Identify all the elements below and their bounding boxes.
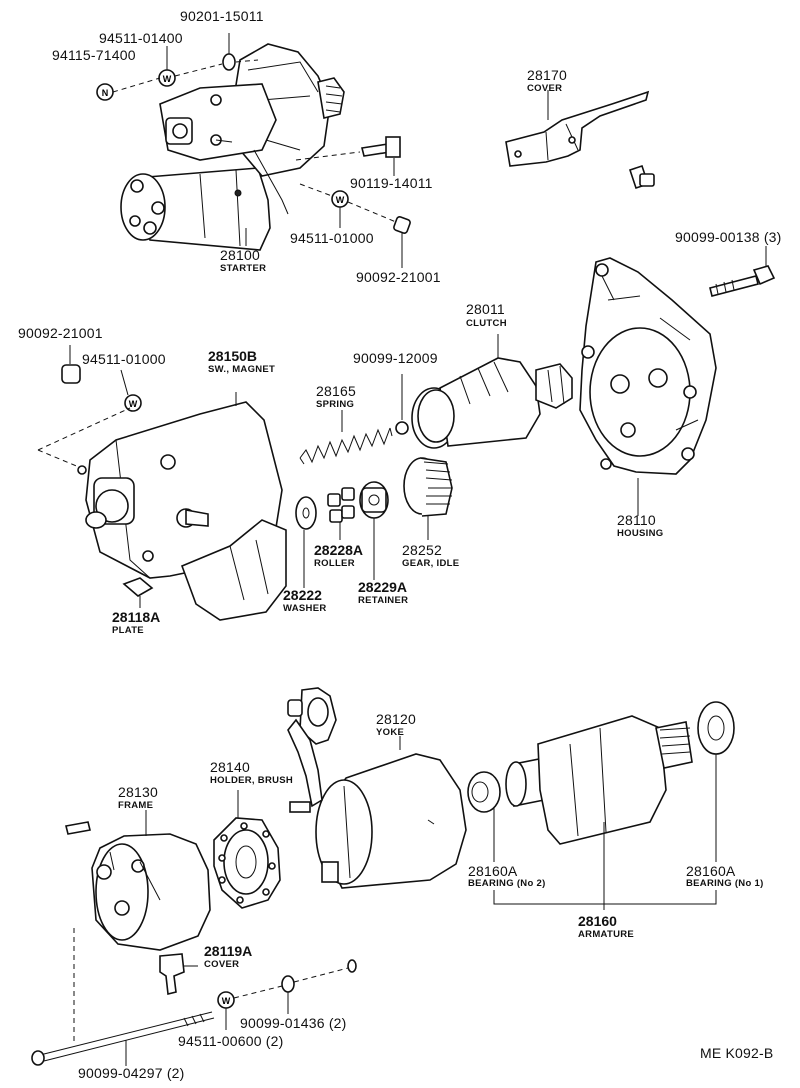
callout-90099-12009: 90099-12009 — [353, 350, 438, 366]
callout-28222-number: 28222 — [283, 587, 322, 603]
callout-28110-name: HOUSING — [617, 528, 664, 539]
callout-28011-name: CLUTCH — [466, 318, 507, 329]
callout-28160a-no1-number: 28160A — [686, 863, 736, 879]
washer-marker-icon: W — [222, 996, 231, 1006]
callout-90092-21001-top: 90092-21001 — [356, 269, 441, 285]
callout-28011-number: 28011 — [466, 301, 505, 317]
roller-28228a — [327, 487, 355, 540]
callout-28160-name: ARMATURE — [578, 929, 635, 940]
callout-28120-number: 28120 — [376, 711, 416, 727]
callout-28100-name: STARTER — [220, 263, 267, 274]
callout-94511-00600: 94511-00600 (2) — [178, 1033, 284, 1049]
callout-90201-15011: 90201-15011 — [180, 8, 264, 24]
plate-28118a — [122, 577, 154, 608]
yoke-28120 — [287, 687, 467, 889]
callout-28119a-name: COVER — [204, 959, 240, 970]
bearing-28160a-no1 — [697, 701, 735, 862]
callout-28118a-name: PLATE — [112, 625, 144, 636]
callout-28228a-number: 28228A — [314, 542, 364, 558]
housing-28110 — [579, 257, 717, 516]
callout-28130-number: 28130 — [118, 784, 158, 800]
callout-28170-name: COVER — [527, 83, 563, 94]
retainer-28229a — [359, 481, 389, 580]
bearing-28160a-no2 — [467, 771, 501, 862]
callout-94511-01000-left: 94511-01000 — [82, 351, 166, 367]
callout-90099-00138: 90099-00138 (3) — [675, 229, 782, 245]
callout-28170-number: 28170 — [527, 67, 567, 83]
nut-marker-icon: N — [102, 88, 109, 98]
clutch-28011 — [411, 334, 573, 449]
callout-90099-04297: 90099-04297 (2) — [78, 1065, 185, 1081]
callout-28222-name: WASHER — [283, 603, 327, 614]
cover-28119a — [159, 953, 198, 995]
starter-leaders — [112, 33, 403, 268]
callout-28160-number: 28160 — [578, 913, 617, 929]
callout-94511-01000-top: 94511-01000 — [290, 230, 374, 246]
mid-hardware: W — [37, 345, 142, 471]
callout-90119-14011: 90119-14011 — [350, 175, 433, 191]
starter-assembly — [120, 43, 345, 251]
diagram-code: ME K092-B — [700, 1045, 774, 1061]
washer-marker-icon: W — [336, 195, 345, 205]
cover-28170 — [505, 90, 655, 190]
callout-28150b-name: SW., MAGNET — [208, 364, 276, 375]
callout-28252-name: GEAR, IDLE — [402, 558, 460, 569]
callout-28229a-name: RETAINER — [358, 595, 409, 606]
callout-28160a-no2-name: BEARING (No 2) — [468, 878, 546, 889]
bolt-90099-00138 — [709, 246, 776, 297]
callout-94115-71400: 94115-71400 — [52, 47, 136, 63]
armature-group-bracket — [493, 890, 717, 905]
callout-28119a-number: 28119A — [204, 943, 253, 959]
callout-28150b-number: 28150B — [208, 348, 258, 364]
spring-28165 — [299, 374, 409, 465]
brush-holder-28140 — [213, 790, 281, 909]
frame-28130 — [65, 810, 211, 951]
through-bolt-hardware: W — [31, 928, 357, 1066]
callout-28160a-no2-number: 28160A — [468, 863, 518, 879]
magnetic-switch-28150b — [77, 392, 287, 621]
washer-28222 — [295, 496, 317, 588]
callout-28165-name: SPRING — [316, 399, 355, 410]
callout-28130-name: FRAME — [118, 800, 154, 811]
callout-28140-name: HOLDER, BRUSH — [210, 775, 294, 786]
washer-marker-icon: W — [163, 74, 172, 84]
callout-28100-number: 28100 — [220, 247, 260, 263]
callout-90092-21001-left: 90092-21001 — [18, 325, 103, 341]
callout-28228a-name: ROLLER — [314, 558, 355, 569]
callout-28165-number: 28165 — [316, 383, 356, 399]
callout-28140-number: 28140 — [210, 759, 250, 775]
callout-28110-number: 28110 — [617, 512, 656, 528]
callout-28252-number: 28252 — [402, 542, 442, 558]
callout-28229a-number: 28229A — [358, 579, 408, 595]
washer-marker-icon: W — [129, 399, 138, 409]
armature-28160 — [505, 715, 693, 910]
gear-idle-28252 — [403, 457, 453, 540]
callout-90099-01436: 90099-01436 (2) — [240, 1015, 347, 1031]
callout-28118a-number: 28118A — [112, 609, 161, 625]
callout-94511-01400: 94511-01400 — [99, 30, 183, 46]
callout-28120-name: YOKE — [376, 727, 405, 738]
callout-28160a-no1-name: BEARING (No 1) — [686, 878, 764, 889]
